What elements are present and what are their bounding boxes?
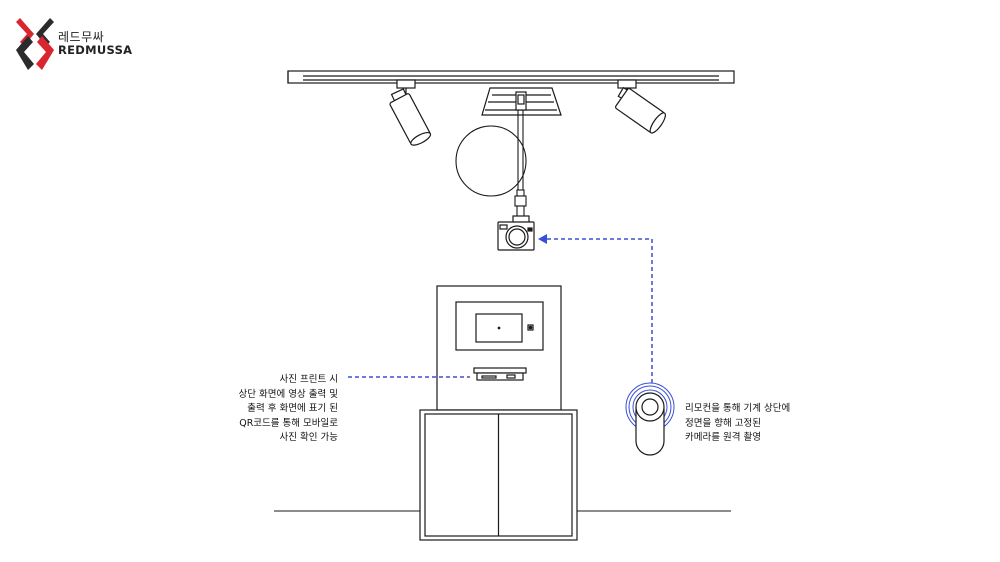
- ceiling-track-rail: [287, 70, 735, 84]
- logo-mark-icon: [16, 18, 54, 70]
- mount-pole: [514, 110, 527, 219]
- remote-annotation: 리모컨을 통해 기계 상단에 정면을 향해 고정된 카메라를 원격 촬영: [685, 402, 875, 446]
- overhead-circle: [455, 125, 527, 197]
- remote-annotation-line: 정면을 향해 고정된: [685, 417, 761, 429]
- kiosk-annotation-line: 상단 화면에 영상 출력 및: [238, 388, 338, 400]
- kiosk-annotation-line: QR코드를 통해 모바일로: [239, 417, 338, 429]
- photo-kiosk: [419, 285, 578, 541]
- camera-mount: [481, 87, 562, 116]
- remote-to-camera-connector: [546, 238, 653, 383]
- brand-name-english: REDMUSSA: [58, 43, 133, 57]
- remote-annotation-line: 카메라를 원격 촬영: [685, 432, 761, 443]
- remote-control-icon: [625, 382, 675, 456]
- kiosk-annotation-line: 출력 후 화면에 표기 된: [247, 403, 338, 414]
- kiosk-annotation: 사진 프린트 시 상단 화면에 영상 출력 및 출력 후 화면에 표기 된 QR…: [148, 373, 338, 446]
- arrow-head-icon: [538, 234, 547, 244]
- kiosk-annotation-line: 사진 프린트 시: [279, 374, 338, 385]
- remote-annotation-line: 리모컨을 통해 기계 상단에: [685, 403, 791, 414]
- camera-icon: [497, 215, 535, 251]
- track-spotlight-icon: [615, 79, 666, 134]
- brand-name-korean: 레드무싸: [58, 30, 105, 44]
- kiosk-annotation-line: 사진 확인 가능: [279, 432, 338, 443]
- track-spotlight-icon: [389, 79, 432, 146]
